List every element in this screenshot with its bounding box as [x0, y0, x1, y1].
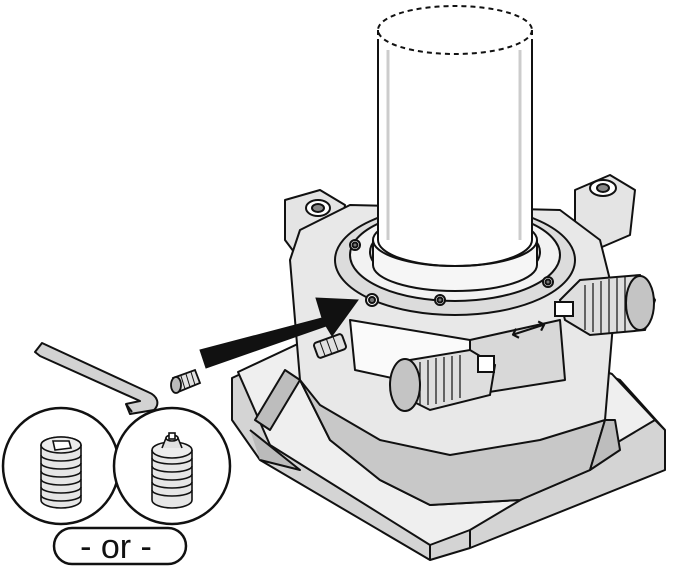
bracket-side-screw	[313, 333, 347, 359]
detail-circle-left	[1, 406, 121, 526]
knurled-knob-front	[389, 348, 497, 412]
insertion-arrow	[199, 297, 359, 369]
set-screw	[170, 368, 202, 394]
cup-point-set-screw	[40, 436, 82, 509]
or-label: - or -	[80, 528, 152, 566]
detail-circle-right	[112, 406, 232, 526]
cylinder-top-phantom	[377, 5, 533, 55]
dog-point-set-screw	[151, 432, 193, 509]
or-caption: - or -	[52, 526, 188, 566]
cylinder-payload	[372, 5, 538, 292]
knurled-knob-right	[554, 273, 657, 337]
hex-key	[34, 342, 159, 415]
